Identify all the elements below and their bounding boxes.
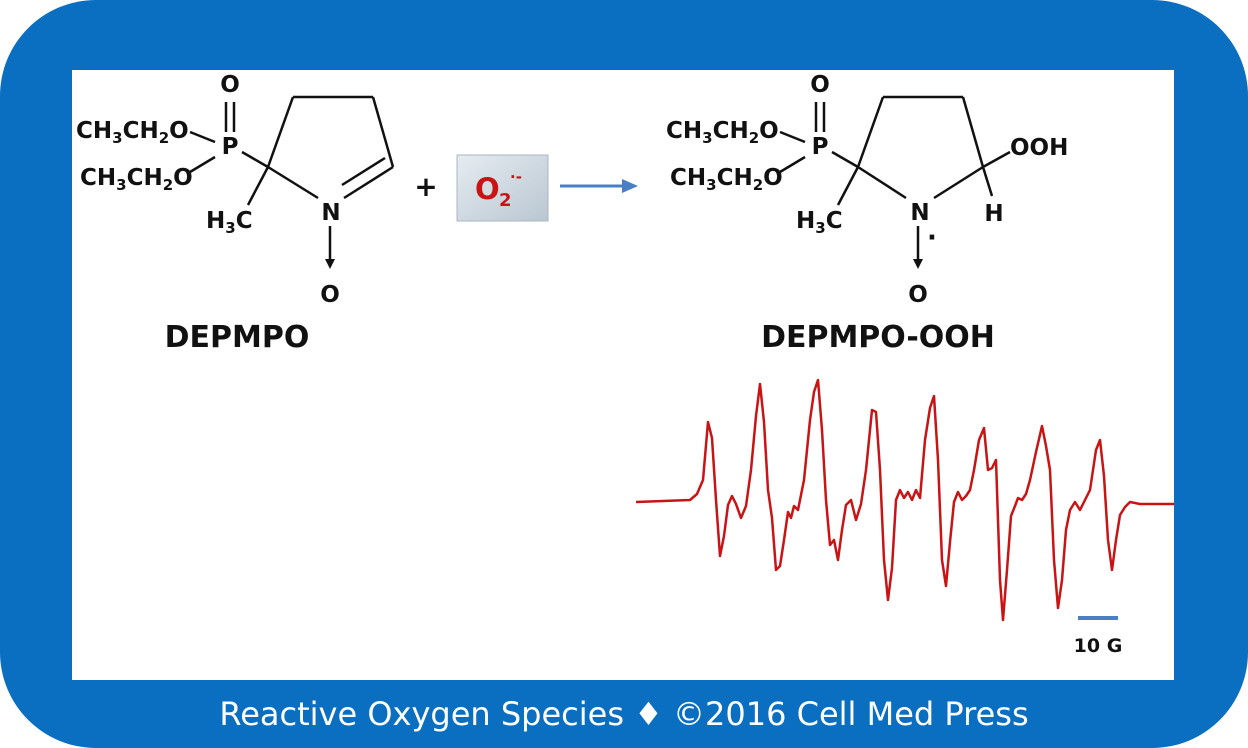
superoxide-formula: O [475, 172, 500, 206]
superoxide-box: O 2 ·- [456, 154, 549, 222]
depmpo-ooh-hydroperoxy: OOH [1010, 135, 1068, 161]
depmpo-ooh-bonds [779, 95, 1011, 269]
epr-trace [635, 378, 1174, 622]
depmpo-ooh-n-oxygen: O [908, 282, 928, 308]
depmpo-ooh-nitrogen: N [910, 200, 929, 226]
depmpo-ethoxy-2: CH3CH2O [80, 165, 193, 194]
depmpo-structure: O P CH3CH2O CH3CH2O H3C N O DEPMPO [76, 72, 395, 355]
superoxide-charge: ·- [510, 168, 522, 186]
depmpo-methyl: H3C [206, 208, 253, 237]
depmpo-ooh-ethoxy-2: CH3CH2O [670, 165, 783, 194]
depmpo-ooh-ethoxy-1: CH3CH2O [666, 118, 779, 147]
depmpo-phosphorus: P [222, 134, 239, 160]
depmpo-ethoxy-1: CH3CH2O [76, 118, 189, 147]
depmpo-n-oxygen: O [320, 282, 340, 308]
plus-sign: + [414, 170, 437, 203]
epr-spectrum: 10 G [635, 378, 1174, 657]
depmpo-bonds [189, 95, 395, 269]
depmpo-ooh-phosphorus: P [812, 134, 829, 160]
depmpo-phosphoryl-oxygen: O [220, 72, 240, 98]
depmpo-ooh-label: DEPMPO-OOH [761, 320, 995, 355]
content-panel [72, 70, 1174, 680]
depmpo-ooh-radical-dot: · [927, 223, 937, 253]
footer-credit: Reactive Oxygen Species ♦ ©2016 Cell Med… [219, 695, 1029, 733]
depmpo-nitrogen: N [321, 200, 340, 226]
depmpo-ooh-structure: O P CH3CH2O CH3CH2O H3C N · OOH H O DEPM… [666, 72, 1068, 355]
reaction-arrow [560, 179, 638, 193]
depmpo-ooh-phosphoryl-oxygen: O [810, 72, 830, 98]
superoxide-subscript: 2 [499, 190, 512, 211]
scale-bar-label: 10 G [1074, 635, 1123, 657]
depmpo-label: DEPMPO [165, 320, 310, 355]
depmpo-ooh-hydrogen: H [984, 201, 1003, 227]
depmpo-ooh-methyl: H3C [796, 208, 843, 237]
